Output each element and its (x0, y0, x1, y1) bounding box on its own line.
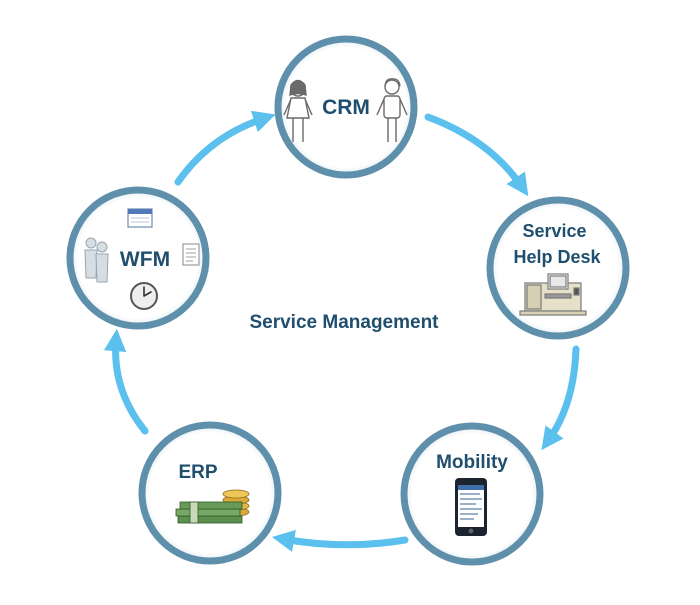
node-label-crm: CRM (322, 96, 370, 119)
help-desk-workstation-icon (519, 273, 587, 316)
arrow-crm-to-helpdesk (424, 113, 529, 197)
node-label-helpdesk: Service Help Desk (513, 221, 601, 267)
node-label-erp-line-1: ERP (178, 462, 217, 483)
people-group-icon (84, 237, 109, 283)
calendar-icon (127, 208, 153, 228)
node-label-mobility: Mobility (436, 452, 508, 473)
node-label-wfm-line-1: WFM (120, 248, 170, 271)
document-icon (182, 243, 200, 266)
node-circle-wfm (66, 186, 210, 330)
female-person-icon (283, 79, 313, 142)
center-label: Service Management (249, 312, 439, 333)
flow-arrows (103, 110, 580, 552)
arrow-helpdesk-to-mobility (541, 345, 580, 451)
node-label-helpdesk-line-1: Service (522, 221, 586, 241)
node-label-erp: ERP (178, 462, 217, 483)
node-label-wfm: WFM (120, 248, 170, 271)
node-label-mobility-line-1: Mobility (436, 452, 508, 473)
node-label-crm-line-1: CRM (322, 96, 370, 119)
node-label-helpdesk-line-2: Help Desk (513, 247, 601, 267)
node-circle-erp (138, 421, 282, 565)
node-circle-crm (274, 35, 418, 179)
smartphone-icon (455, 478, 487, 536)
clock-icon (130, 282, 158, 310)
node-circle-helpdesk (486, 196, 630, 340)
money-stack-icon (175, 501, 243, 524)
arrow-wfm-to-crm (174, 110, 276, 186)
arrow-mobility-to-erp (271, 529, 409, 552)
male-person-icon (376, 78, 408, 142)
arrow-erp-to-wfm (103, 328, 149, 435)
